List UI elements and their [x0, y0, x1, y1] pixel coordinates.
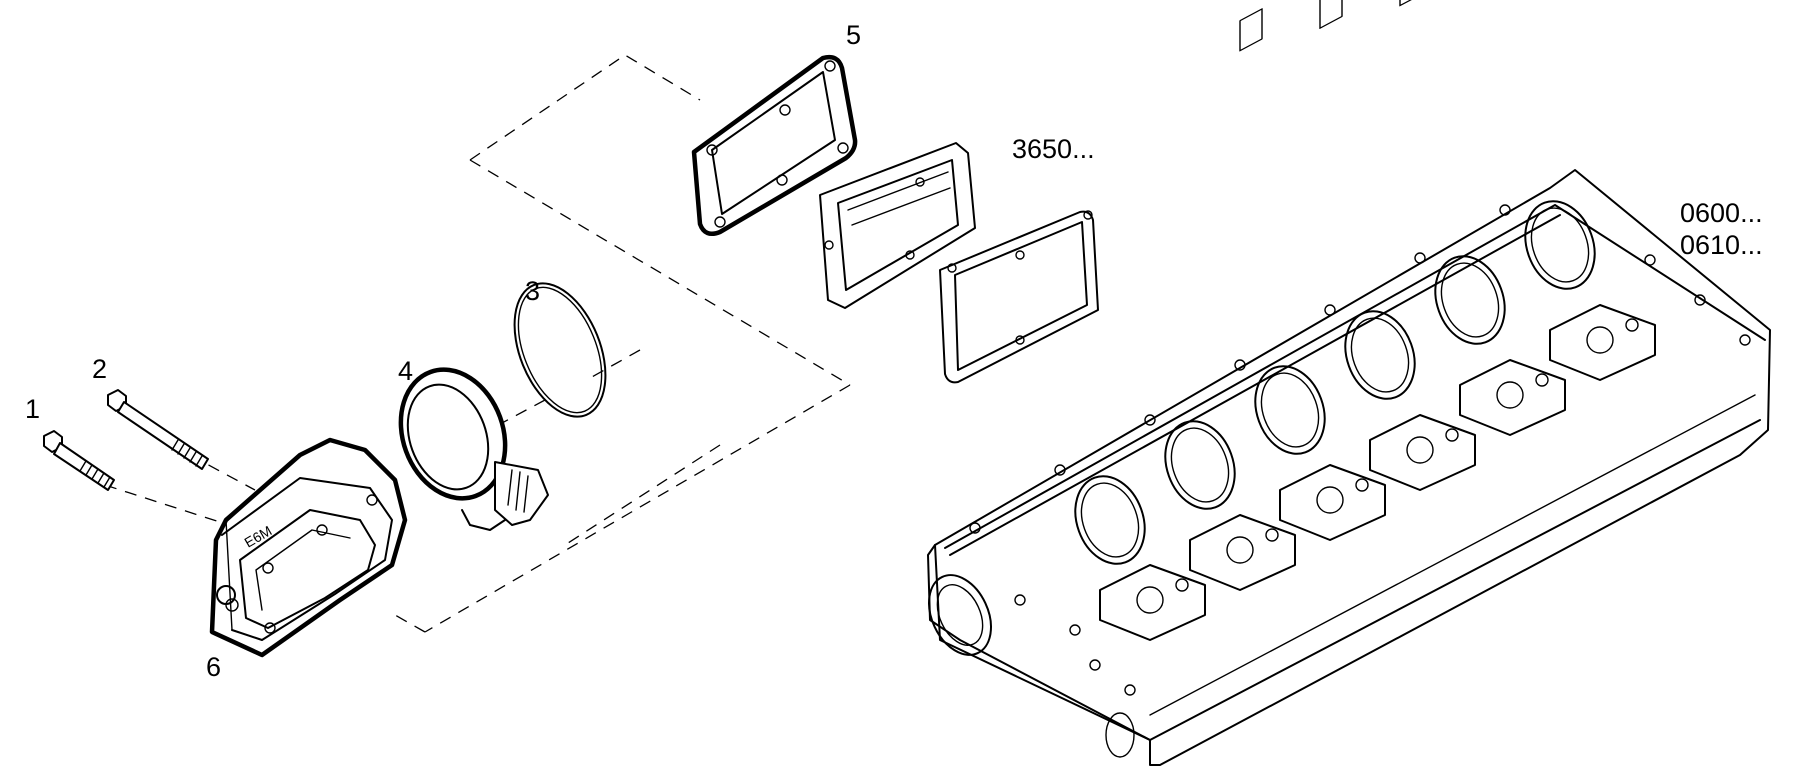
callout-1: 1: [25, 394, 40, 424]
flat-gasket: [939, 210, 1099, 384]
injector-pads: [1099, 304, 1656, 641]
assembly-guide-lines: [104, 54, 851, 633]
deck-holes: [969, 204, 1751, 534]
spacer-plate: [819, 142, 976, 309]
reference-3650: 3650...: [1012, 134, 1095, 164]
cylinder-head-assembly: [927, 0, 1771, 766]
callout-3: 3: [525, 276, 540, 306]
clamp-item-4: [398, 367, 549, 531]
reference-0610: 0610...: [1680, 230, 1763, 260]
callout-5: 5: [846, 20, 861, 50]
callout-6: 6: [206, 652, 221, 682]
side-ports: [1239, 0, 1423, 52]
bolt-item-1: [43, 430, 115, 491]
callout-4: 4: [398, 356, 413, 386]
cylinder-bores: [1074, 200, 1596, 565]
gasket-item-5: [691, 54, 858, 236]
o-ring-item-3: [513, 282, 607, 418]
callout-labels: 1 2 3 4 5 6 3650... 0600... 0610...: [25, 20, 1763, 682]
callout-2: 2: [92, 354, 107, 384]
bolt-item-2: [107, 389, 209, 470]
housing-item-6: E6M: [209, 437, 408, 658]
reference-0600: 0600...: [1680, 198, 1763, 228]
